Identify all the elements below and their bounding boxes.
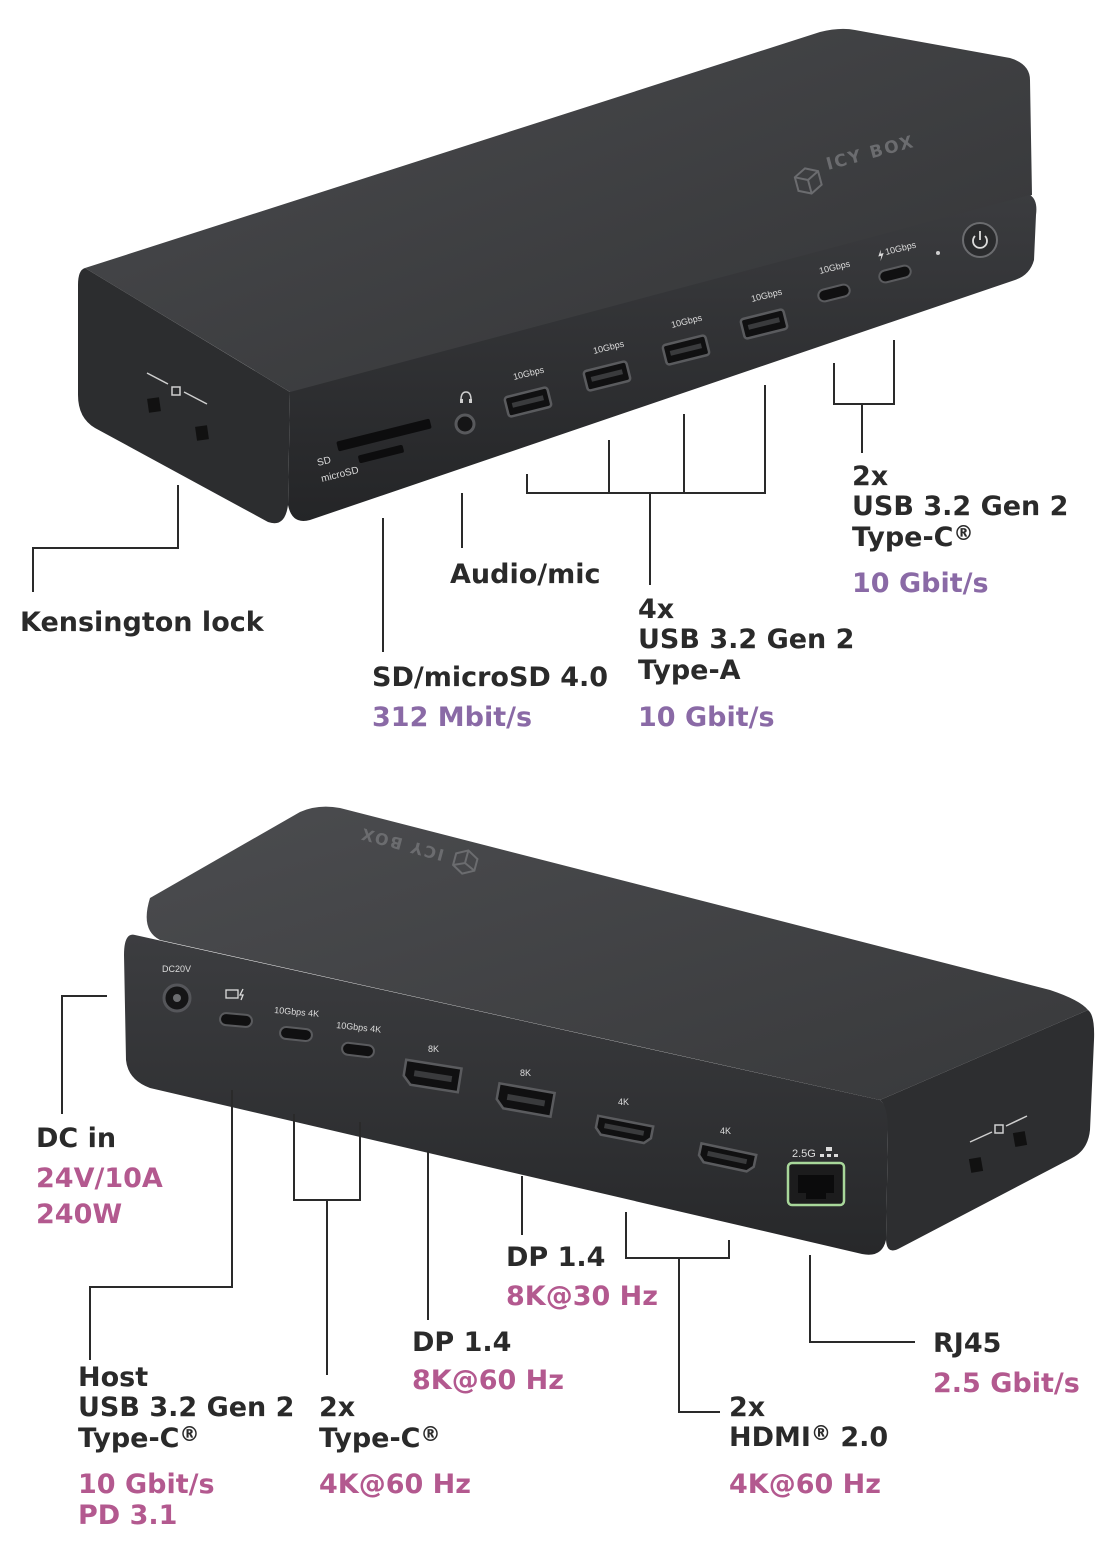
bottom-kensington-slot-1 [968, 1157, 984, 1173]
registered-mark: ® [810, 1421, 831, 1445]
typec-type-text: Type-C [319, 1423, 421, 1454]
host-name: USB 3.2 Gen 2 [78, 1392, 295, 1423]
usb-a-port-4[interactable] [739, 308, 789, 340]
host-type: Type-C® [78, 1423, 199, 1454]
typec-port-1-label: 10Gbps 4K [274, 1005, 320, 1019]
sd-speed-value: 312 Mbit/s [372, 702, 533, 733]
kensington-slot-1 [147, 397, 161, 413]
hdmi-version: 2.0 [840, 1422, 889, 1453]
usb-a-count: 4x [638, 594, 675, 625]
usb-a-port-3[interactable] [661, 334, 711, 366]
hdmi-port-2[interactable] [697, 1141, 758, 1173]
dp1-spec: 8K@60 Hz [412, 1365, 564, 1396]
hdmi-name: HDMI® 2.0 [729, 1422, 888, 1453]
rj45-spec: 2.5 Gbit/s [933, 1368, 1080, 1399]
hdmi-port-1[interactable] [594, 1114, 655, 1145]
host-title: Host [78, 1362, 149, 1393]
registered-mark: ® [179, 1422, 200, 1446]
typec-count: 2x [319, 1392, 356, 1423]
dc-in-title: DC in [36, 1123, 117, 1154]
bottom-cube-logo-icon [451, 849, 479, 875]
usb-c-type-text: Type-C [852, 522, 954, 553]
usb-c-type: Type-C® [852, 522, 973, 553]
usb-a-port-1[interactable] [503, 386, 553, 418]
status-led [936, 251, 940, 255]
rj45-port[interactable] [786, 1161, 846, 1207]
rj45-port-label: 2.5G [792, 1148, 816, 1160]
dc-in-port[interactable] [162, 983, 192, 1013]
host-laptop-icon [225, 988, 244, 1001]
displayport-1[interactable] [402, 1058, 463, 1094]
sd-card-slot[interactable] [336, 418, 432, 452]
host-spec-1: 10 Gbit/s [78, 1469, 215, 1500]
top-leader-lines [32, 340, 895, 652]
lock-icon [146, 372, 208, 405]
registered-mark: ® [953, 521, 974, 545]
typec-spec: 4K@60 Hz [319, 1469, 471, 1500]
microsd-card-slot[interactable] [358, 444, 405, 464]
bottom-kensington-slot-2 [1012, 1131, 1028, 1147]
headphone-icon [460, 391, 472, 403]
sd-microsd-label: SD/microSD 4.0 [372, 662, 609, 693]
usb-c-port-2[interactable] [878, 264, 912, 284]
audio-jack-port[interactable] [454, 413, 476, 435]
dp2-title: DP 1.4 [506, 1242, 606, 1273]
rj45-title: RJ45 [933, 1328, 1002, 1359]
dp-port-2-label: 8K [520, 1068, 531, 1078]
bottom-dock-top-face [146, 806, 1088, 1100]
host-spec-2: PD 3.1 [78, 1500, 178, 1531]
host-usb-c-port[interactable] [219, 1012, 253, 1028]
typec-port-1[interactable] [279, 1025, 313, 1043]
bottom-dock-front-face [124, 934, 889, 1255]
usb-c-count: 2x [852, 461, 889, 492]
usb-c-speed-value: 10 Gbit/s [852, 568, 989, 599]
bolt-icon [878, 249, 884, 262]
usb-c-port-1[interactable] [817, 283, 851, 303]
host-type-text: Type-C [78, 1423, 180, 1454]
hdmi-name-text: HDMI [729, 1422, 811, 1453]
top-dock-illustration: ICY BOX SD microSD 10Gbps 10Gbps 10Gbps … [32, 28, 1037, 652]
typec-port-2[interactable] [341, 1041, 375, 1059]
hdmi-port-2-label: 4K [720, 1126, 731, 1136]
usb-a-name: USB 3.2 Gen 2 [638, 624, 855, 655]
power-icon [972, 231, 988, 249]
audio-mic-label: Audio/mic [450, 559, 601, 590]
top-cube-logo-icon [793, 167, 823, 195]
hdmi-spec: 4K@60 Hz [729, 1469, 881, 1500]
hdmi-count: 2x [729, 1392, 766, 1423]
top-dock-top-face [85, 28, 1032, 395]
dc-in-spec-2: 240W [36, 1199, 123, 1230]
typec-port-2-label: 10Gbps 4K [336, 1020, 382, 1035]
kensington-slot-2 [195, 425, 209, 441]
top-dock-left-end [78, 268, 290, 524]
usb-c-name: USB 3.2 Gen 2 [852, 491, 1069, 522]
dp1-title: DP 1.4 [412, 1327, 512, 1358]
power-button[interactable] [962, 222, 998, 258]
sd-slot-label: SD [316, 455, 332, 469]
dp-port-1-label: 8K [428, 1044, 439, 1054]
kensington-lock-label: Kensington lock [20, 607, 264, 638]
dc-port-label: DC20V [162, 964, 191, 974]
ethernet-icon [820, 1147, 838, 1157]
bottom-lock-icon [969, 1115, 1028, 1143]
typec-type: Type-C® [319, 1423, 440, 1454]
displayport-2[interactable] [495, 1081, 557, 1119]
usb-a-speed-value: 10 Gbit/s [638, 702, 775, 733]
usb-a-port-2[interactable] [582, 360, 632, 392]
dp2-spec: 8K@30 Hz [506, 1281, 658, 1312]
bottom-dock-right-end [880, 1010, 1095, 1251]
top-dock-front-face [288, 195, 1037, 521]
registered-mark: ® [420, 1422, 441, 1446]
hdmi-port-1-label: 4K [618, 1097, 629, 1107]
bottom-brand-logo: ICY BOX [358, 824, 446, 865]
dc-in-spec-1: 24V/10A [36, 1163, 163, 1194]
usb-a-type: Type-A [638, 655, 741, 686]
